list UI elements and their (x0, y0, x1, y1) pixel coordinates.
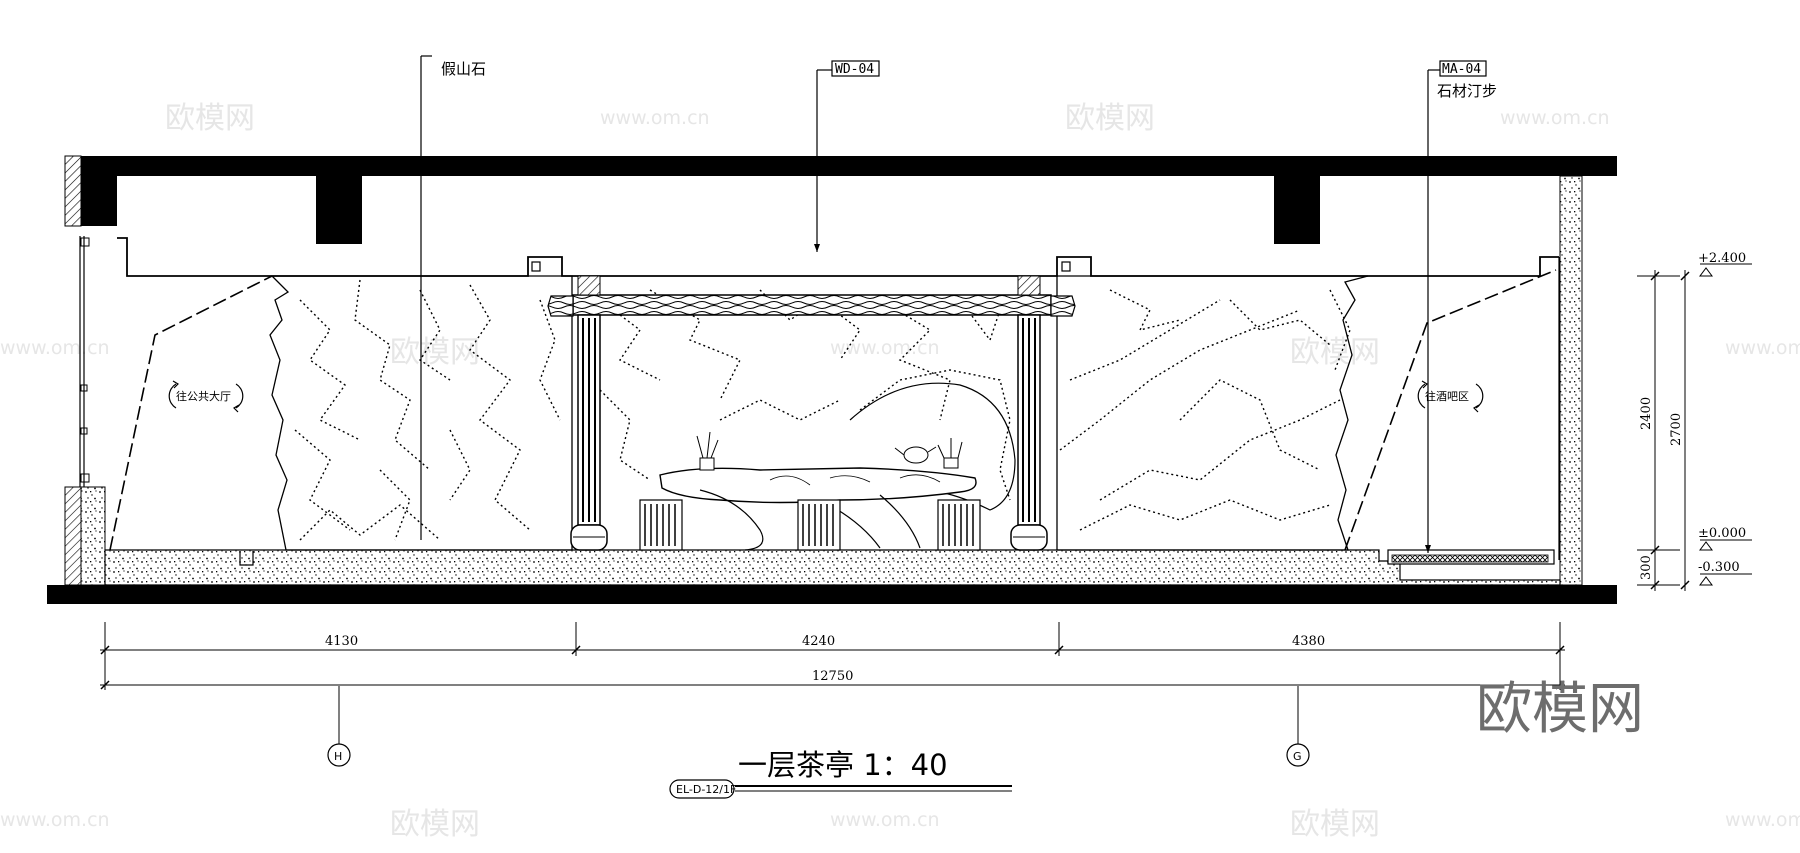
tea-set-furniture (639, 382, 1016, 551)
grid-axis-h-label: H (334, 750, 342, 763)
dim-4130: 4130 (325, 634, 358, 649)
watermark: 欧模网 (1290, 335, 1380, 370)
level-bottom: -0.300 (1698, 560, 1740, 575)
callout-rockery: 假山石 (441, 60, 486, 78)
watermark-url: www.om.cn (0, 809, 110, 831)
pavilion-column-left (570, 314, 608, 551)
pavilion-beam (572, 294, 1052, 316)
direction-left-label: 往公共大厅 (176, 389, 231, 403)
grid-axis-g: G (1286, 686, 1310, 767)
watermark-url: www.om.cn (1500, 107, 1610, 129)
ceiling-beam (316, 176, 362, 244)
grid-axis-g-label: G (1293, 750, 1302, 763)
ceiling-slab (81, 156, 1617, 176)
grid-axis-h: H (327, 686, 351, 767)
dim-2700: 2700 (1669, 413, 1684, 446)
left-wall-plaster (80, 486, 106, 586)
dim-300: 300 (1639, 555, 1654, 580)
watermark-url: www.om.cn (830, 337, 940, 359)
watermark: 欧模网 (390, 807, 480, 842)
tag-box-wood (831, 60, 880, 77)
dim-4380: 4380 (1292, 634, 1325, 649)
door-swing-left (109, 275, 273, 551)
brand-watermark: 欧模网 (1476, 677, 1644, 742)
tag-box-stone (1439, 60, 1487, 77)
level-floor: ±0.000 (1698, 526, 1746, 541)
level-markers: +2.400 ±0.000 -0.300 (1698, 251, 1752, 586)
left-wall-upper (64, 155, 82, 227)
ceiling-beam (1274, 176, 1320, 244)
watermark: 欧模网 (1290, 807, 1380, 842)
drawing-ref-text: EL-D-12/1F (676, 783, 736, 796)
watermark-url: www.om.cn (0, 337, 110, 359)
drawing-title: 一层茶亭 1：40 EL-D-12/1F (669, 748, 1012, 799)
callout-stone-tag: MA-04 (1442, 62, 1481, 77)
callout-wood-tag: WD-04 (835, 62, 874, 77)
direction-right-label: 往酒吧区 (1425, 389, 1469, 403)
watermark-url: www.om.cn (830, 809, 940, 831)
pavilion-column-right (1010, 314, 1048, 551)
dim-2400: 2400 (1639, 397, 1654, 430)
floor-slab (47, 585, 1617, 604)
level-top: +2.400 (1698, 251, 1746, 266)
door-swing-right (1344, 269, 1557, 551)
left-wall-lower (64, 486, 82, 586)
ceiling-line (117, 237, 1559, 277)
watermark-url: www.om.cn (600, 107, 710, 129)
right-wall (1559, 175, 1583, 586)
direction-left: 往公共大厅 (168, 380, 244, 413)
direction-right: 往酒吧区 (1417, 380, 1484, 413)
watermark: 欧模网 (390, 335, 480, 370)
watermark: 欧模网 (165, 101, 255, 136)
vertical-dimensions: 2400 2700 300 (1637, 270, 1690, 591)
drawing-ref-badge (669, 779, 735, 799)
floor-drain (239, 551, 254, 566)
dim-12750: 12750 (812, 669, 853, 684)
rockery-wall-right (1056, 275, 1369, 551)
watermark-url: www.om.cn (1725, 809, 1800, 831)
drawing-title-text: 一层茶亭 1：40 (738, 748, 948, 782)
rockery-wall-left (269, 275, 573, 551)
horizontal-dimensions: 4130 4240 4380 12750 (100, 622, 1565, 690)
watermark: 欧模网 (1065, 101, 1155, 136)
callout-stone-text: 石材汀步 (1437, 82, 1497, 100)
left-wall-head (81, 156, 117, 226)
dim-4240: 4240 (802, 634, 835, 649)
watermark-url: www.om.cn (1725, 337, 1800, 359)
floor-finish (104, 549, 1561, 586)
